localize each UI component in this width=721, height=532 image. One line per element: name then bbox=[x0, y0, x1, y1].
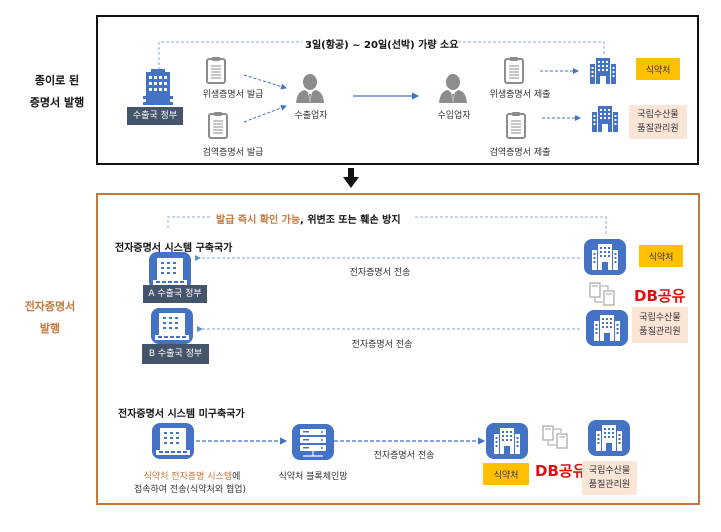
exporter-label: 수출업자 bbox=[294, 111, 328, 121]
paper-duration-note: 3일(항공) ~ 20일(선박) 가량 소요 bbox=[305, 40, 459, 51]
nfqs-2-building-icon bbox=[588, 420, 630, 456]
mfds-2-badge: 식약처 bbox=[483, 463, 529, 485]
access-system-desc: 접속하여 전송(식약처와 협업) bbox=[133, 485, 247, 495]
transmit-b-label: 전자증명서 전송 bbox=[351, 340, 413, 350]
nfqs-e-badge: 국립수산물 품질관리원 bbox=[632, 307, 688, 343]
transmit-a-label: 전자증명서 전송 bbox=[349, 268, 411, 278]
blockchain-server-icon bbox=[292, 424, 334, 460]
access-gov-building-icon bbox=[152, 423, 194, 459]
nfqs-badge: 국립수산물 품질관리원 bbox=[629, 105, 687, 139]
sanitary-issue-label: 위생증명서 발급 bbox=[202, 90, 264, 100]
db-share-label: DB공유 bbox=[634, 287, 686, 305]
paper-side-label: 종이로 된 증명서 발행 bbox=[29, 74, 85, 109]
down-arrow-icon bbox=[343, 168, 359, 188]
nfqs-2-badge: 국립수산물 품질관리원 bbox=[582, 461, 637, 495]
mfds-2-building-icon bbox=[486, 423, 528, 459]
nfqs-e-building-icon bbox=[586, 310, 628, 346]
db-share-label-2: DB공유 bbox=[535, 462, 587, 480]
paper-certificate-panel bbox=[96, 15, 699, 165]
paper-duration-connector bbox=[158, 41, 605, 70]
built-countries-heading: 전자증명서 시스템 구축국가 bbox=[115, 243, 233, 254]
electronic-benefit-note: 발급 즉시 확인 가능, 위변조 또는 훼손 방지 bbox=[216, 215, 401, 226]
gov-b-building-icon bbox=[151, 308, 193, 344]
blockchain-label: 식약처 블록체인망 bbox=[278, 472, 348, 482]
exporting-gov-building-icon bbox=[143, 69, 173, 105]
gov-a-label: A 수출국 정부 bbox=[143, 285, 207, 303]
importer-label: 수입업자 bbox=[437, 111, 471, 121]
unbuilt-countries-heading: 전자증명서 시스템 미구축국가 bbox=[118, 409, 245, 420]
exporting-gov-label: 수출국 정부 bbox=[127, 107, 183, 125]
electronic-certificate-panel bbox=[96, 193, 700, 505]
mfds-e-building-icon bbox=[584, 239, 626, 275]
sanitary-issue-arrow bbox=[243, 74, 287, 90]
sanitary-submit-label: 위생증명서 제출 bbox=[489, 90, 551, 100]
electronic-side-label: 전자증명서 발행 bbox=[24, 300, 76, 335]
electronic-benefit-connector bbox=[167, 216, 607, 235]
mfds-badge: 식약처 bbox=[636, 58, 680, 80]
gov-b-label: B 수출국 정부 bbox=[142, 344, 209, 364]
gov-a-building-icon bbox=[149, 252, 191, 290]
quarantine-issue-label: 검역증명서 발급 bbox=[202, 148, 264, 158]
transmit-c-label: 전자증명서 전송 bbox=[373, 451, 435, 461]
quarantine-submit-label: 검역증명서 제출 bbox=[489, 148, 551, 158]
access-system-label: 식약처 전자증명 시스템에 bbox=[143, 472, 241, 482]
mfds-e-badge: 식약처 bbox=[639, 245, 683, 267]
quarantine-issue-arrow bbox=[243, 104, 287, 123]
